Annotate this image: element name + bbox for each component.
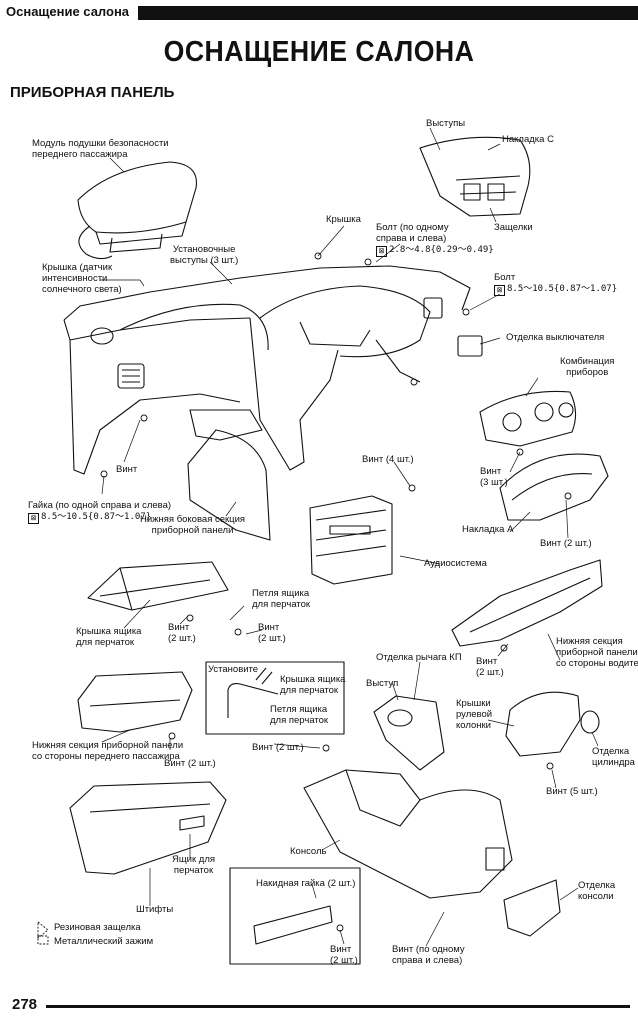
console-drawing bbox=[303, 769, 513, 899]
label-screw-2-f: Винт (2 шт.) bbox=[252, 742, 304, 753]
label-airbag: Модуль подушки безопасности переднего па… bbox=[32, 138, 169, 160]
column-covers-drawing bbox=[505, 691, 600, 757]
trim-a-drawing bbox=[499, 453, 609, 521]
label-lower-passenger: Нижняя секция приборной панели со сторон… bbox=[32, 740, 184, 762]
label-nut-each: Гайка (по одной справа и слева)⊠8.5～10.5… bbox=[28, 500, 172, 524]
label-tab: Выступ bbox=[366, 678, 399, 689]
label-screw-2-e: Винт (2 шт.) bbox=[164, 758, 216, 769]
label-lower-side-section: Нижняя боковая секция приборной панели bbox=[140, 514, 246, 536]
label-column-covers: Крышки рулевой колонки bbox=[456, 698, 493, 731]
label-screw-left: Винт bbox=[116, 464, 138, 475]
page-header: Оснащение салона bbox=[0, 0, 638, 26]
airbag-module-drawing bbox=[77, 161, 198, 260]
bracket-inset-box bbox=[229, 867, 361, 965]
label-glovebox: Ящик для перчаток bbox=[172, 854, 216, 876]
trim-c-drawing bbox=[419, 136, 531, 217]
passenger-lower-section-drawing bbox=[77, 671, 193, 733]
torque-icon: ⊠ bbox=[28, 513, 39, 524]
combination-meter-drawing bbox=[479, 390, 577, 447]
instrument-panel-drawing bbox=[63, 265, 471, 475]
header-bar bbox=[138, 6, 638, 20]
label-shift-trim: Отделка рычага КП bbox=[376, 652, 462, 663]
label-mount-tabs: Установочные выступы (3 шт.) bbox=[170, 244, 239, 266]
label-screw-4: Винт (4 шт.) bbox=[362, 454, 414, 465]
page-subtitle: ПРИБОРНАЯ ПАНЕЛЬ bbox=[10, 84, 175, 101]
inset-hinge-drawing bbox=[227, 683, 279, 718]
label-screw-2-c: Винт (2 шт.) bbox=[258, 622, 286, 644]
label-sun-sensor-cover: Крышка (датчик интенсивности солнечного … bbox=[42, 262, 122, 295]
label-cover: Крышка bbox=[326, 214, 361, 225]
label-inset-hinge: Петля ящика для перчаток bbox=[270, 704, 329, 726]
label-cap-nut: Накидная гайка (2 шт.) bbox=[256, 878, 356, 889]
torque-icon: ⊠ bbox=[376, 246, 387, 257]
label-screw-2-b: Винт (2 шт.) bbox=[168, 622, 196, 644]
label-bolt-each: Болт (по одному справа и слева)⊠2.8～4.8{… bbox=[376, 222, 494, 257]
label-bolt: Болт⊠8.5～10.5{0.87～1.07} bbox=[494, 272, 618, 296]
page-footer: 278 bbox=[0, 990, 638, 1020]
shift-trim-drawing bbox=[373, 695, 445, 771]
torque-icon: ⊠ bbox=[494, 285, 505, 296]
label-audio: Аудиосистема bbox=[424, 558, 487, 569]
label-inset-cover: Крышка ящика для перчаток bbox=[280, 674, 346, 696]
install-inset-box bbox=[205, 661, 345, 735]
label-clips: Защелки bbox=[494, 222, 533, 233]
switch-trim-drawing bbox=[457, 335, 483, 357]
bolt-spec: 8.5～10.5{0.87～1.07} bbox=[507, 284, 618, 294]
label-console-trim: Отделка консоли bbox=[578, 880, 616, 902]
footer-rule bbox=[46, 1005, 630, 1008]
label-screw-3: Винт (3 шт.) bbox=[480, 466, 508, 488]
label-lock-trim: Отделка цилиндра замка bbox=[592, 746, 638, 768]
page-title: ОСНАЩЕНИЕ САЛОНА bbox=[163, 36, 475, 68]
label-install: Установите bbox=[208, 664, 259, 675]
label-lower-driver: Нижняя секция приборной панели со сторон… bbox=[556, 636, 638, 669]
label-screw-2-d: Винт (2 шт.) bbox=[476, 656, 504, 678]
label-switch-trim: Отделка выключателя bbox=[506, 332, 605, 343]
label-trim-a: Накладка А bbox=[462, 524, 514, 535]
label-screw-each: Винт (по одному справа и слева) bbox=[392, 944, 465, 966]
glovebox-drawing bbox=[69, 781, 227, 875]
bolt-each-spec: 2.8～4.8{0.29～0.49} bbox=[389, 245, 494, 255]
inset-cover-drawing bbox=[255, 667, 273, 685]
label-glovebox-hinge: Петля ящика для перчаток bbox=[252, 588, 311, 610]
label-glovebox-cover: Крышка ящика для перчаток bbox=[76, 626, 142, 648]
fastener-marks bbox=[100, 252, 572, 932]
legend-symbols bbox=[37, 921, 49, 945]
page-number: 278 bbox=[12, 996, 38, 1013]
legend-rubber: Резиновая защелка bbox=[54, 922, 141, 933]
label-pins: Штифты bbox=[136, 904, 174, 915]
bracket-drawing bbox=[253, 905, 333, 945]
label-screw-2-a: Винт (2 шт.) bbox=[540, 538, 592, 549]
driver-lower-section-drawing bbox=[451, 559, 603, 647]
label-tabs: Выступы bbox=[426, 118, 466, 129]
nut-spec: 8.5～10.5{0.87～1.07} bbox=[41, 512, 152, 522]
legend-metal: Металлический зажим bbox=[54, 936, 154, 947]
label-screw-2-g: Винт (2 шт.) bbox=[330, 944, 358, 966]
console-trim-drawing bbox=[503, 879, 561, 937]
glovebox-cover-drawing bbox=[87, 561, 229, 611]
label-screw-5: Винт (5 шт.) bbox=[546, 786, 598, 797]
label-console: Консоль bbox=[290, 846, 327, 857]
label-trim-c: Накладка С bbox=[502, 134, 554, 145]
label-combination-meter: Комбинация приборов bbox=[560, 356, 615, 378]
section-label: Оснащение салона bbox=[6, 4, 130, 19]
lower-side-section-drawing bbox=[187, 429, 271, 541]
audio-system-drawing bbox=[309, 495, 393, 585]
